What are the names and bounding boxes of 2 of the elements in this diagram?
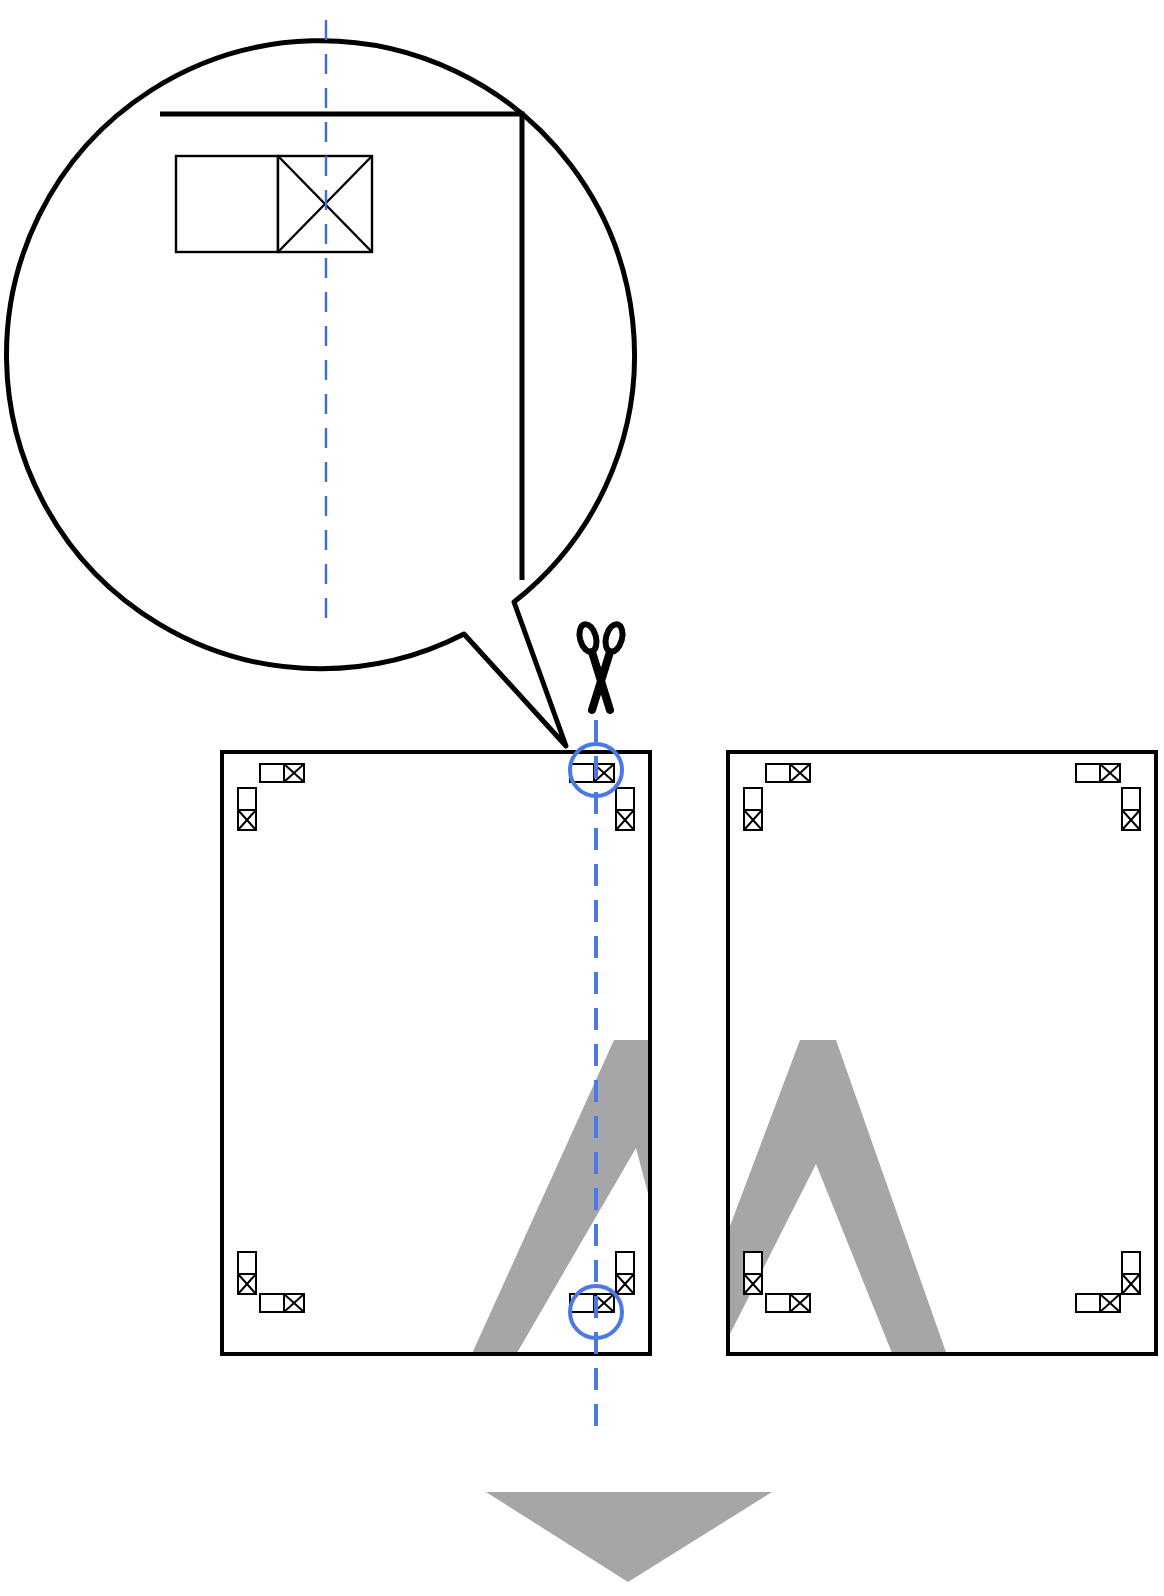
paper-sheet — [726, 750, 1158, 1356]
paper-sheet — [220, 750, 652, 1356]
